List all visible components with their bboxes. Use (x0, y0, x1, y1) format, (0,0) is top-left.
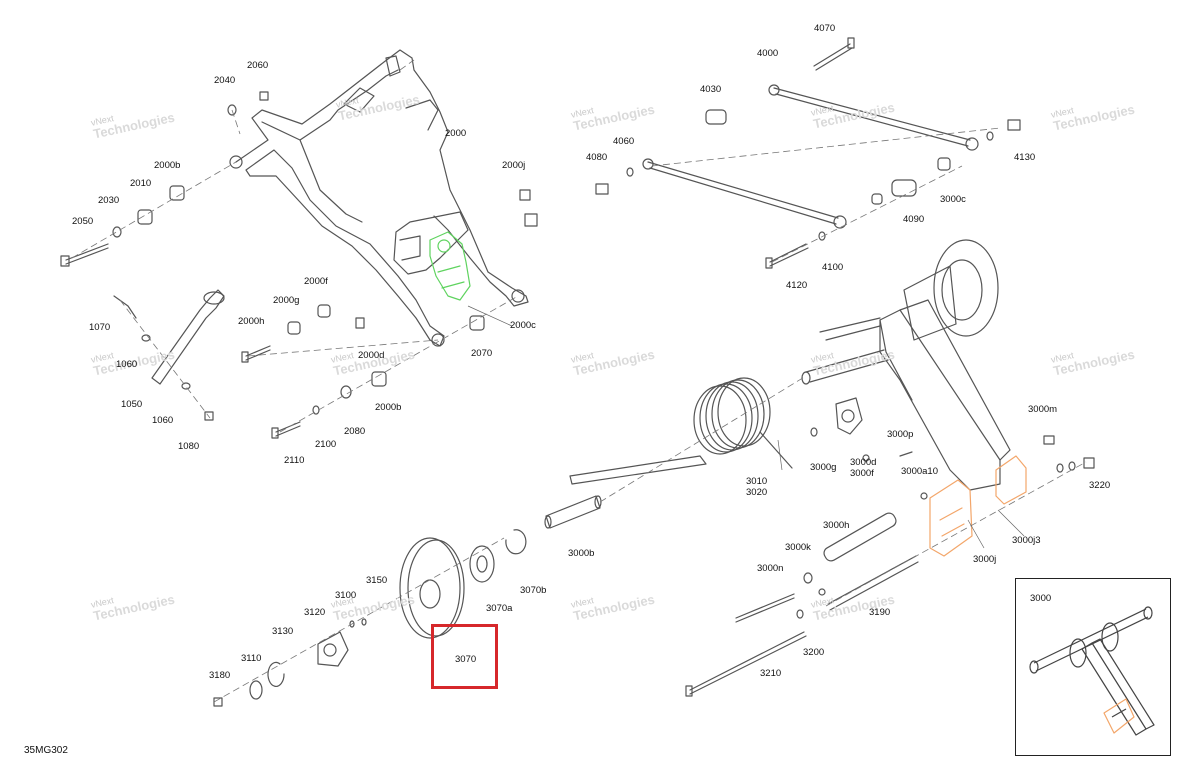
callout-1060[interactable]: 1060 (116, 359, 138, 370)
inset-view: 3000 (1015, 578, 1171, 756)
callout-3000d[interactable]: 3000d (850, 457, 877, 468)
callout-2030[interactable]: 2030 (98, 195, 120, 206)
callout-2010[interactable]: 2010 (130, 178, 152, 189)
callout-3000b[interactable]: 3000b (568, 548, 595, 559)
callout-2080[interactable]: 2080 (344, 426, 366, 437)
callout-3000j[interactable]: 3000j (973, 554, 997, 565)
rods-4000 (595, 37, 1021, 269)
callout-3000a10[interactable]: 3000a10 (901, 466, 938, 477)
callout-2110[interactable]: 2110 (284, 455, 305, 466)
callout-3100[interactable]: 3100 (335, 590, 357, 601)
callout-3070b[interactable]: 3070b (520, 585, 547, 596)
hardware-left (60, 91, 538, 439)
callout-2000d[interactable]: 2000d (358, 350, 385, 361)
frame-2000 (229, 49, 529, 347)
callout-3150[interactable]: 3150 (366, 575, 388, 586)
callout-2060[interactable]: 2060 (247, 60, 269, 71)
green-bracket-2000c (429, 231, 471, 301)
callout-4120[interactable]: 4120 (786, 280, 808, 291)
callout-3000p[interactable]: 3000p (887, 429, 914, 440)
callout-2000b[interactable]: 2000b (154, 160, 181, 171)
callout-3010[interactable]: 3010 (746, 476, 768, 487)
inset-drawing (1029, 606, 1155, 736)
callout-3190[interactable]: 3190 (869, 607, 891, 618)
callout-1060-b[interactable]: 1060 (152, 415, 174, 426)
callout-4060[interactable]: 4060 (613, 136, 635, 147)
callout-4080[interactable]: 4080 (586, 152, 608, 163)
rods-3000h (685, 454, 919, 697)
callout-2100[interactable]: 2100 (315, 439, 337, 450)
callout-3110[interactable]: 3110 (241, 653, 262, 664)
callout-4090[interactable]: 4090 (903, 214, 925, 225)
callout-3210[interactable]: 3210 (760, 668, 782, 679)
callout-2000j[interactable]: 2000j (502, 160, 526, 171)
callout-2000f[interactable]: 2000f (304, 276, 328, 287)
callout-4030[interactable]: 4030 (700, 84, 722, 95)
callout-2040[interactable]: 2040 (214, 75, 236, 86)
callout-3000f[interactable]: 3000f (850, 468, 874, 479)
inset-label: 3000 (1030, 593, 1052, 604)
callout-4130[interactable]: 4130 (1014, 152, 1036, 163)
callout-2070[interactable]: 2070 (471, 348, 493, 359)
callout-3000k[interactable]: 3000k (785, 542, 811, 553)
callout-3000g[interactable]: 3000g (810, 462, 837, 473)
callout-4000[interactable]: 4000 (757, 48, 779, 59)
callout-3000c[interactable]: 3000c (940, 194, 966, 205)
callout-3220[interactable]: 3220 (1089, 480, 1111, 491)
callout-4100[interactable]: 4100 (822, 262, 844, 273)
shaft-3000b (505, 495, 602, 555)
callout-1080[interactable]: 1080 (178, 441, 200, 452)
pulley-3070 (213, 537, 495, 707)
callout-2000h[interactable]: 2000h (238, 316, 265, 327)
callout-2000[interactable]: 2000 (445, 128, 467, 139)
callout-1070[interactable]: 1070 (89, 322, 111, 333)
callout-2000b-2[interactable]: 2000b (375, 402, 402, 413)
orange-bracket-3000j (929, 455, 1027, 557)
callout-3000m[interactable]: 3000m (1028, 404, 1058, 415)
callout-1050[interactable]: 1050 (121, 399, 143, 410)
callout-3070a[interactable]: 3070a (486, 603, 513, 614)
callout-2050[interactable]: 2050 (72, 216, 94, 227)
callout-3180[interactable]: 3180 (209, 670, 231, 681)
callout-3000h[interactable]: 3000h (823, 520, 850, 531)
callout-3120[interactable]: 3120 (304, 607, 326, 618)
callout-3130[interactable]: 3130 (272, 626, 294, 637)
spring-3010 (569, 377, 793, 485)
callout-3000n[interactable]: 3000n (757, 563, 784, 574)
callout-3000j3[interactable]: 3000j3 (1012, 535, 1041, 546)
callout-4070[interactable]: 4070 (814, 23, 836, 34)
callout-3020[interactable]: 3020 (746, 487, 768, 498)
highlight-box-3070 (431, 624, 498, 689)
callout-3070[interactable]: 3070 (455, 654, 477, 665)
reference-code: 35MG302 (24, 745, 68, 756)
callout-3200[interactable]: 3200 (803, 647, 825, 658)
callout-2000g[interactable]: 2000g (273, 295, 300, 306)
callout-2000c[interactable]: 2000c (510, 320, 536, 331)
lever-1050 (113, 289, 225, 421)
